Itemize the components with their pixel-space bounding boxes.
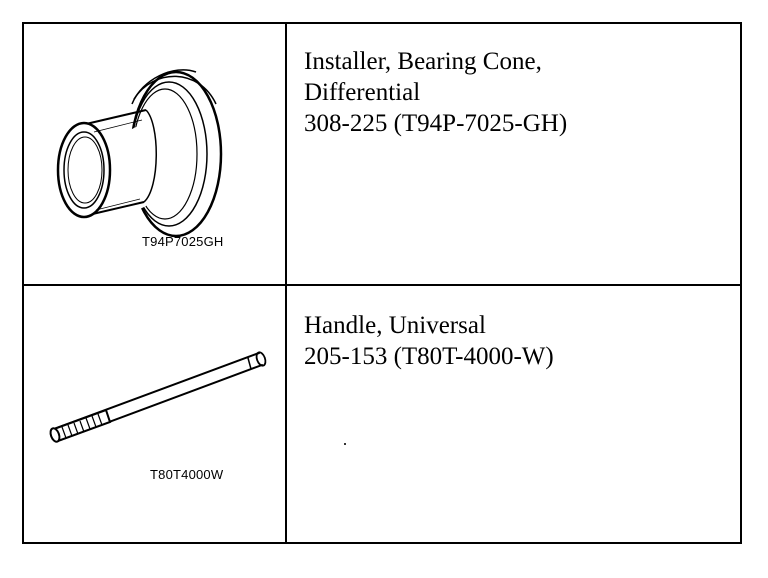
special-tools-table: T94P7025GH Installer, Bearing Cone, Diff… — [22, 22, 742, 544]
part-number-label: T80T4000W — [150, 467, 224, 482]
tool-description: Handle, Universal 205-153 (T80T-4000-W) — [304, 310, 554, 372]
scan-speck — [344, 443, 346, 445]
tool-row: T94P7025GH Installer, Bearing Cone, Diff… — [24, 24, 740, 286]
tool-row: T80T4000W Handle, Universal 205-153 (T80… — [24, 286, 740, 542]
tool-name-line: Differential — [304, 79, 421, 106]
bearing-cone-installer-icon — [56, 69, 223, 238]
tool-number-line: 308-225 (T94P-7025-GH) — [304, 110, 568, 137]
tool-number-line: 205-153 (T80T-4000-W) — [304, 343, 554, 370]
tool-description-cell: Installer, Bearing Cone, Differential 30… — [287, 24, 740, 284]
tool-image-cell: T94P7025GH — [24, 24, 287, 284]
part-number-label: T94P7025GH — [142, 234, 224, 249]
tool-description-cell: Handle, Universal 205-153 (T80T-4000-W) — [287, 286, 740, 542]
tool-name-line: Installer, Bearing Cone, — [304, 48, 542, 75]
tool-description: Installer, Bearing Cone, Differential 30… — [304, 46, 567, 139]
tool-image-cell: T80T4000W — [24, 286, 287, 542]
universal-handle-icon — [49, 351, 267, 443]
tool-name-line: Handle, Universal — [304, 312, 486, 339]
